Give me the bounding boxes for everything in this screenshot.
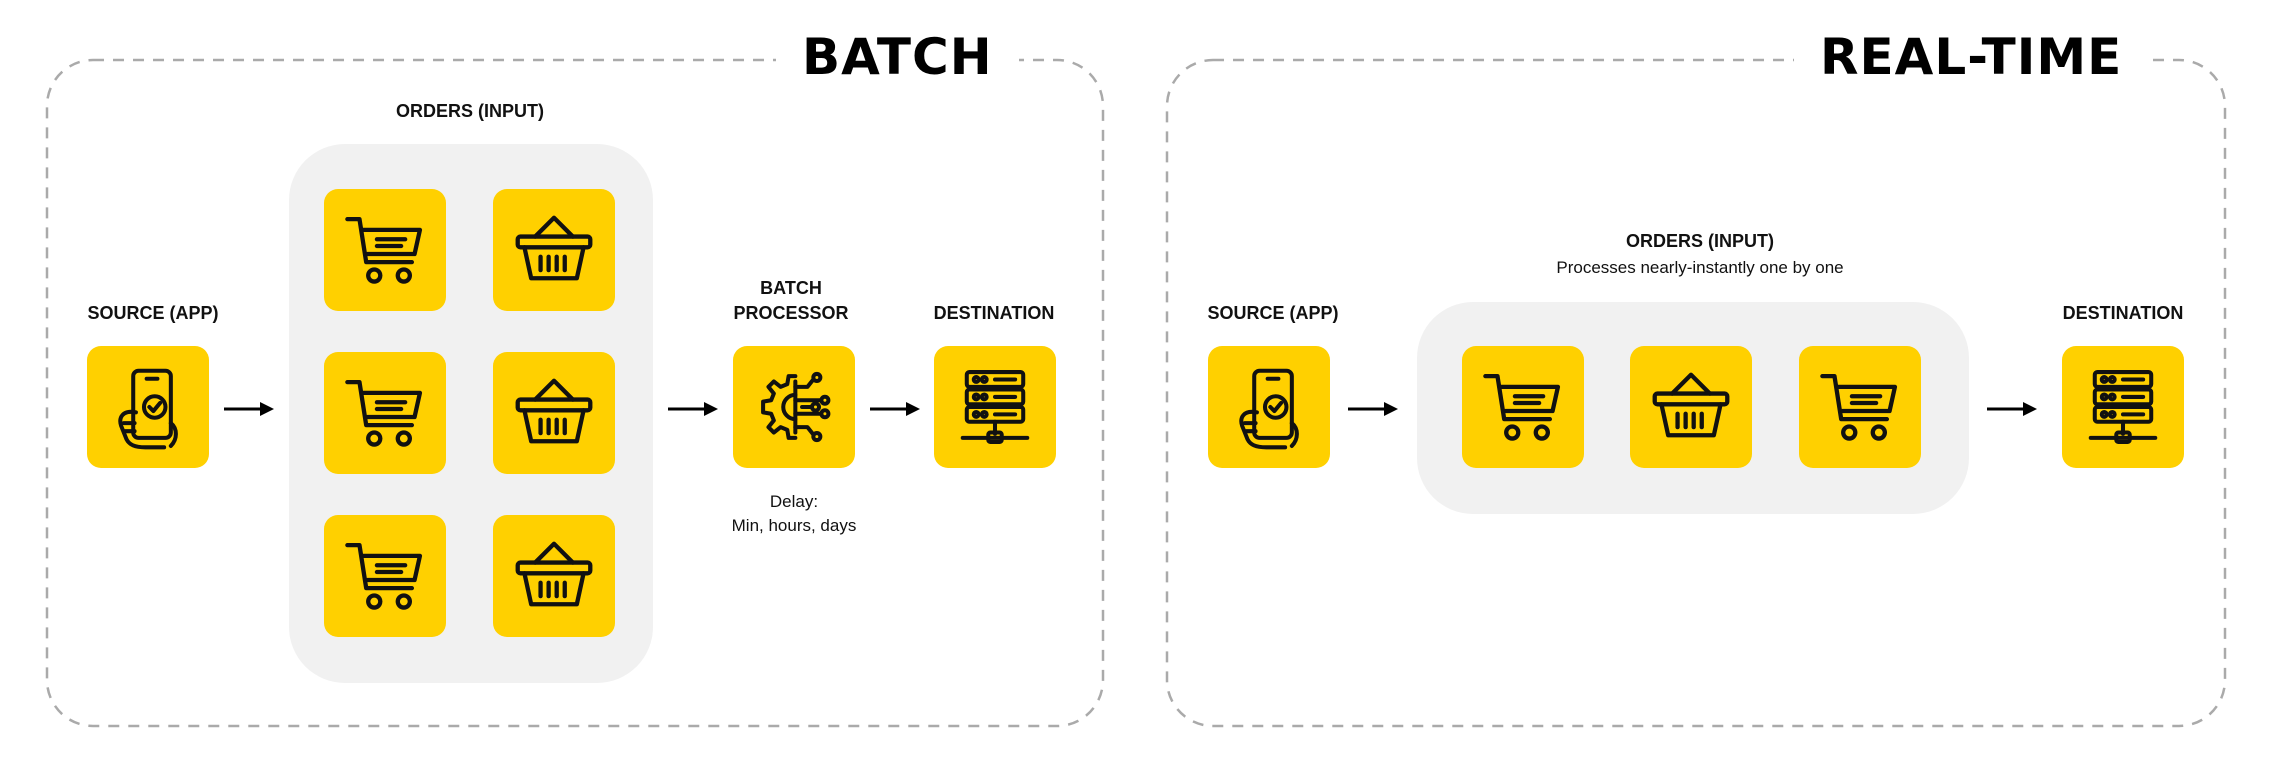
batch-title: BATCH — [776, 27, 1019, 87]
batch-source-tile — [87, 346, 209, 468]
cart-icon — [342, 533, 428, 619]
realtime-source-tile — [1208, 346, 1330, 468]
phone-check-icon — [1226, 364, 1312, 450]
realtime-panel: REAL-TIME SOURCE (APP) ORDERS (INPUT) Pr… — [1130, 0, 2277, 769]
realtime-destination-tile — [2062, 346, 2184, 468]
order-cart-tile — [324, 352, 446, 474]
realtime-orders-label: ORDERS (INPUT) — [1626, 231, 1774, 251]
server-icon — [952, 364, 1038, 450]
cart-icon — [1480, 364, 1566, 450]
order-cart-tile — [1799, 346, 1921, 468]
server-icon — [2080, 364, 2166, 450]
arrow-icon — [224, 401, 274, 417]
arrow-icon — [870, 401, 920, 417]
order-basket-tile — [1630, 346, 1752, 468]
batch-destination-label: DESTINATION — [933, 303, 1055, 323]
order-cart-tile — [324, 515, 446, 637]
order-basket-tile — [493, 352, 615, 474]
order-cart-tile — [1462, 346, 1584, 468]
gear-network-icon — [751, 364, 837, 450]
batch-panel-dashed-border — [45, 58, 1105, 728]
basket-icon — [1648, 364, 1734, 450]
realtime-source-label: SOURCE (APP) — [1207, 303, 1339, 323]
cart-icon — [1817, 364, 1903, 450]
phone-check-icon — [105, 364, 191, 450]
batch-delay-line1: Delay: — [769, 492, 819, 511]
arrow-icon — [668, 401, 718, 417]
realtime-panel-dashed-border — [1165, 58, 2227, 728]
arrow-icon — [1987, 401, 2037, 417]
batch-processor-tile — [733, 346, 855, 468]
realtime-title: REAL-TIME — [1794, 27, 2149, 87]
basket-icon — [511, 207, 597, 293]
arrow-icon — [1348, 401, 1398, 417]
realtime-orders-sublabel: Processes nearly-instantly one by one — [1556, 258, 1844, 277]
order-cart-tile — [324, 189, 446, 311]
cart-icon — [342, 370, 428, 456]
basket-icon — [511, 370, 597, 456]
basket-icon — [511, 533, 597, 619]
batch-processor-label-line1: BATCH — [760, 278, 822, 298]
realtime-destination-label: DESTINATION — [2062, 303, 2184, 323]
cart-icon — [342, 207, 428, 293]
order-basket-tile — [493, 515, 615, 637]
batch-source-label: SOURCE (APP) — [87, 303, 219, 323]
order-basket-tile — [493, 189, 615, 311]
batch-panel: BATCH SOURCE (APP) ORDERS (INPUT) BATCH … — [0, 0, 1130, 769]
batch-delay-line2: Min, hours, days — [731, 516, 857, 535]
batch-orders-label: ORDERS (INPUT) — [396, 101, 544, 121]
batch-destination-tile — [934, 346, 1056, 468]
batch-processor-label-line2: PROCESSOR — [733, 303, 849, 323]
